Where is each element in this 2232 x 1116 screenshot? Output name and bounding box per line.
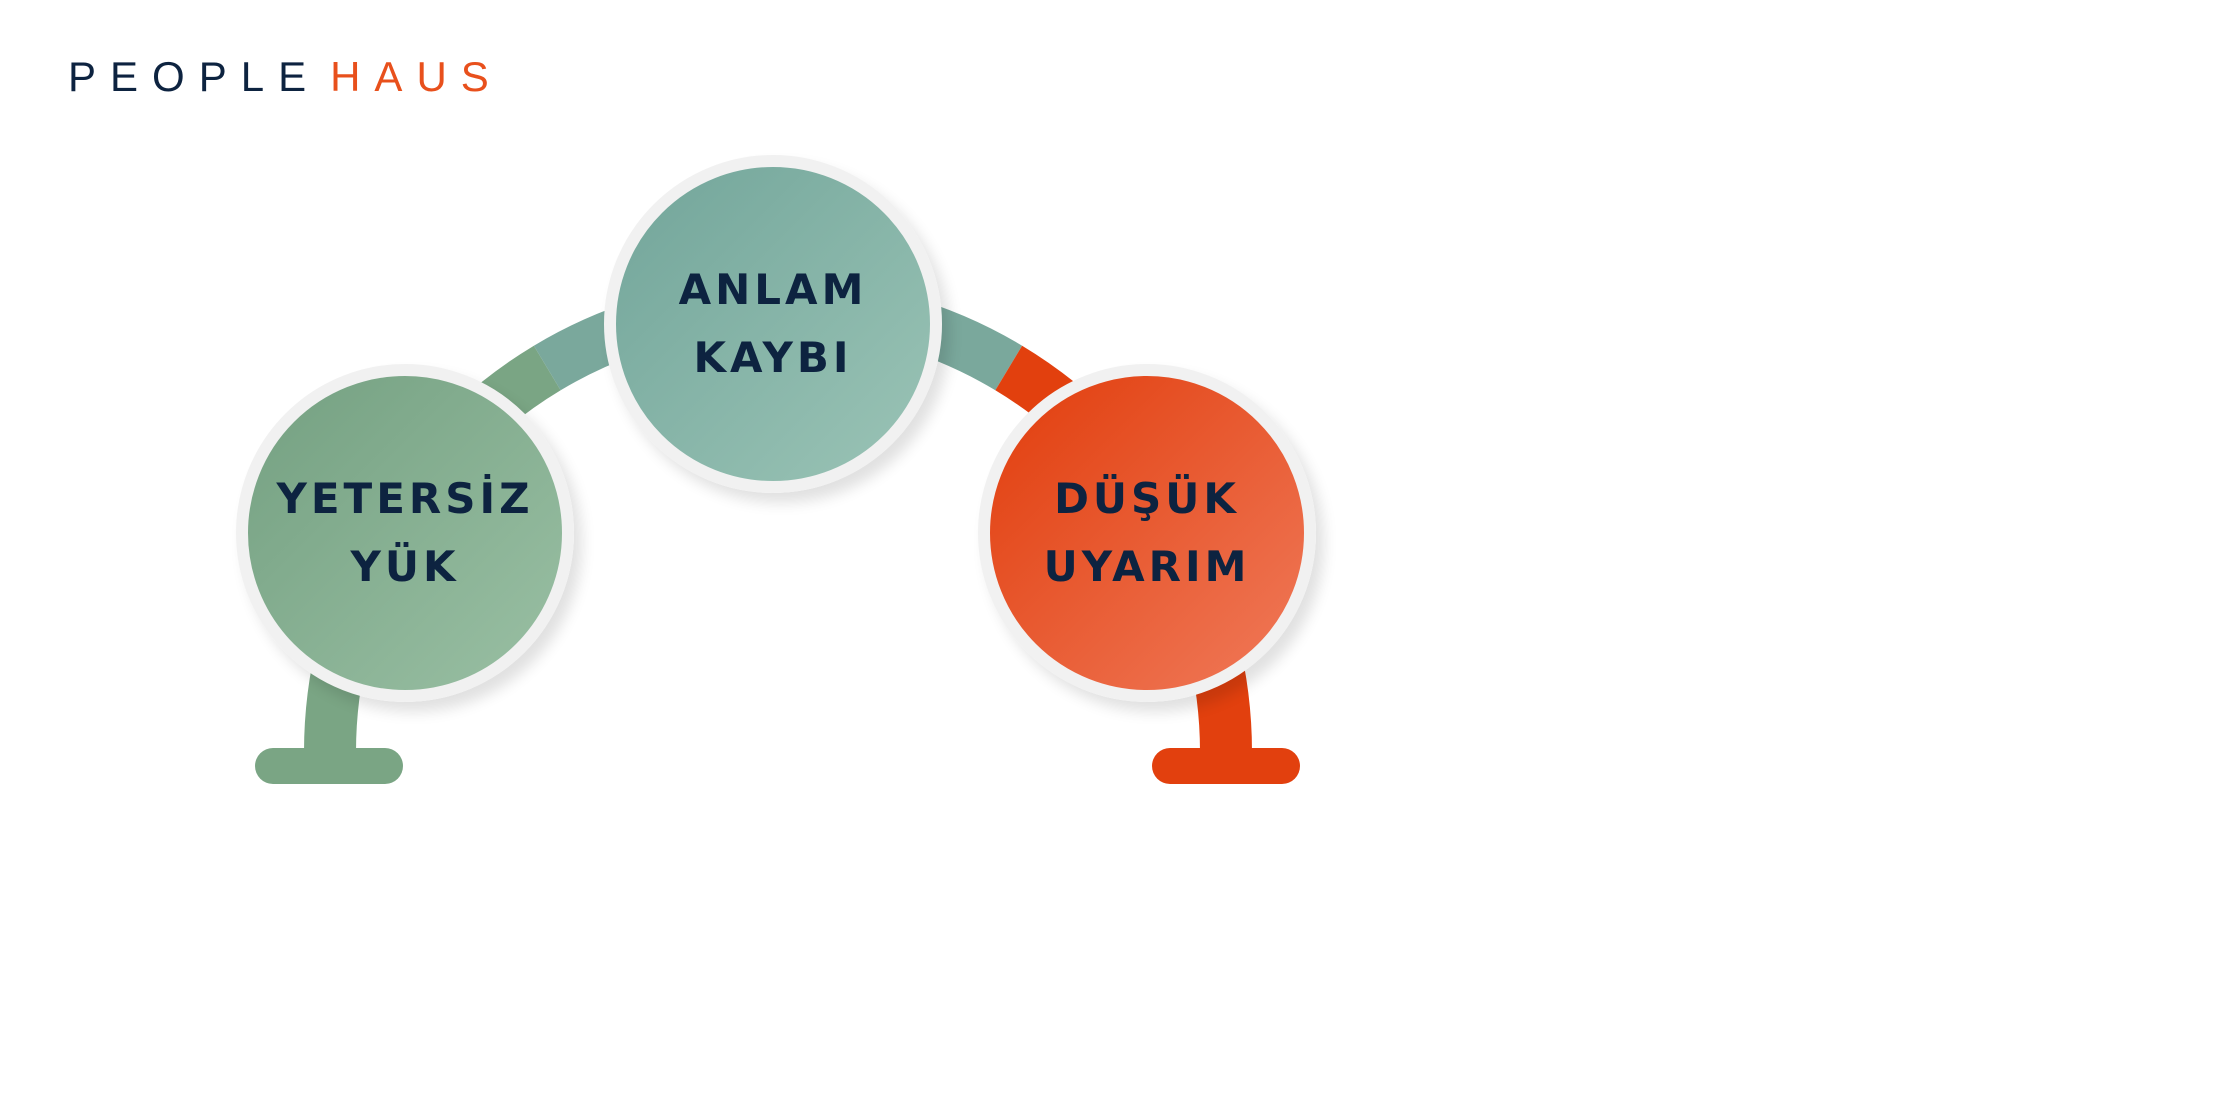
base-left	[255, 748, 403, 784]
node-anlam-kaybi: ANLAM KAYBI	[604, 155, 942, 493]
node-label-line2: YÜK	[350, 542, 460, 591]
base-right	[1152, 748, 1300, 784]
node-label-line1: DÜŞÜK	[1054, 474, 1240, 523]
node-yetersiz-yuk: YETERSİZ YÜK	[236, 364, 574, 702]
node-dusuk-uyarim: DÜŞÜK UYARIM	[978, 364, 1316, 702]
logo-people: PEOPLE	[68, 53, 321, 100]
node-label-line1: YETERSİZ	[276, 474, 534, 523]
node-label-line2: KAYBI	[693, 333, 853, 382]
node-label-line2: UYARIM	[1043, 542, 1251, 591]
node-label-line1: ANLAM	[678, 265, 868, 314]
logo-haus: HAUS	[330, 53, 503, 100]
